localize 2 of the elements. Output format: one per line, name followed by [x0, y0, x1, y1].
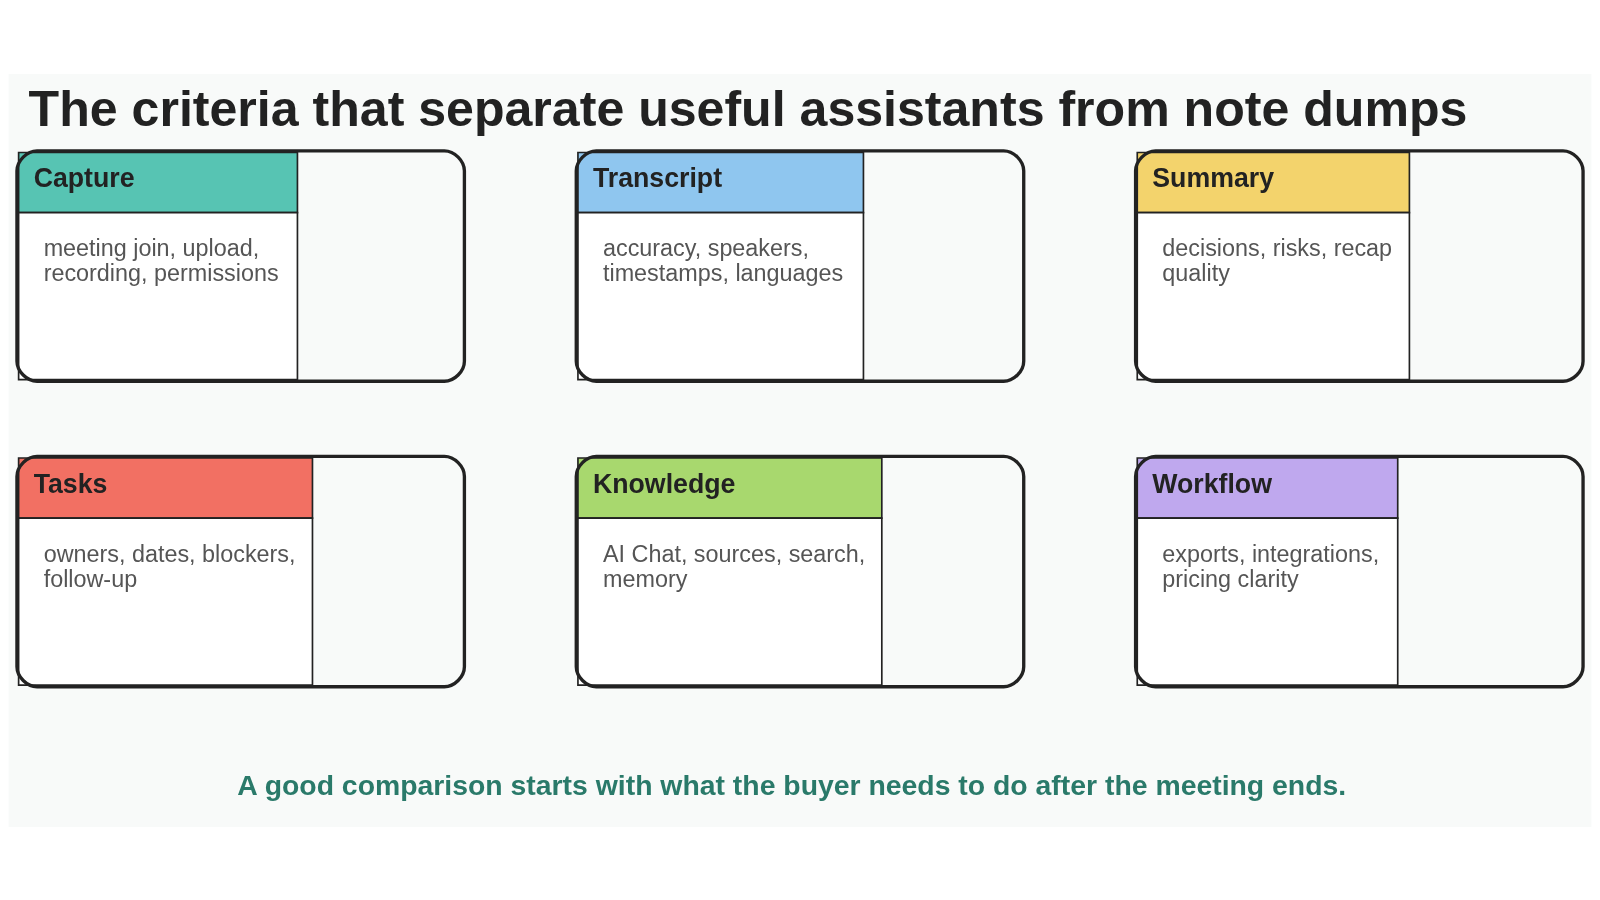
- caption: A good comparison starts with what the buyer needs to do after the meeting ends.: [237, 768, 1347, 801]
- diagram-title: The criteria that separate useful assistants from note dumps: [28, 80, 1468, 137]
